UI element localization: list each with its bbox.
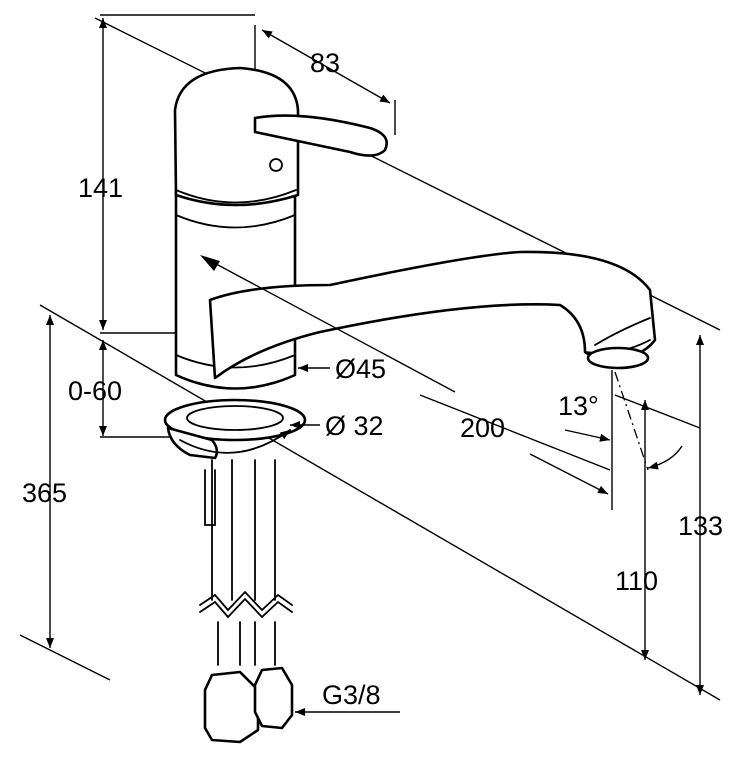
- spout: [208, 250, 657, 380]
- faucet-body: [163, 66, 657, 744]
- label-g3-8: G3/8: [322, 680, 381, 710]
- hose-nut-right: [253, 666, 294, 730]
- lever-handle: [253, 114, 388, 157]
- dimension-lines: [46, 18, 704, 716]
- label-110: 110: [615, 566, 658, 596]
- label-dia-32: Ø 32: [325, 411, 384, 441]
- label-0-60: 0-60: [68, 376, 122, 406]
- label-83: 83: [310, 48, 340, 78]
- label-133: 133: [678, 511, 723, 541]
- label-141: 141: [78, 173, 123, 203]
- label-13-deg: 13°: [558, 391, 599, 421]
- dimension-labels: 83 141 0-60 365 Ø45 Ø 32 200 13° 133 110…: [22, 48, 723, 710]
- label-200: 200: [460, 413, 505, 443]
- label-365: 365: [22, 478, 67, 508]
- hose-nut-left: [203, 670, 260, 744]
- aerator: [586, 346, 650, 370]
- label-dia-45: Ø45: [335, 354, 386, 384]
